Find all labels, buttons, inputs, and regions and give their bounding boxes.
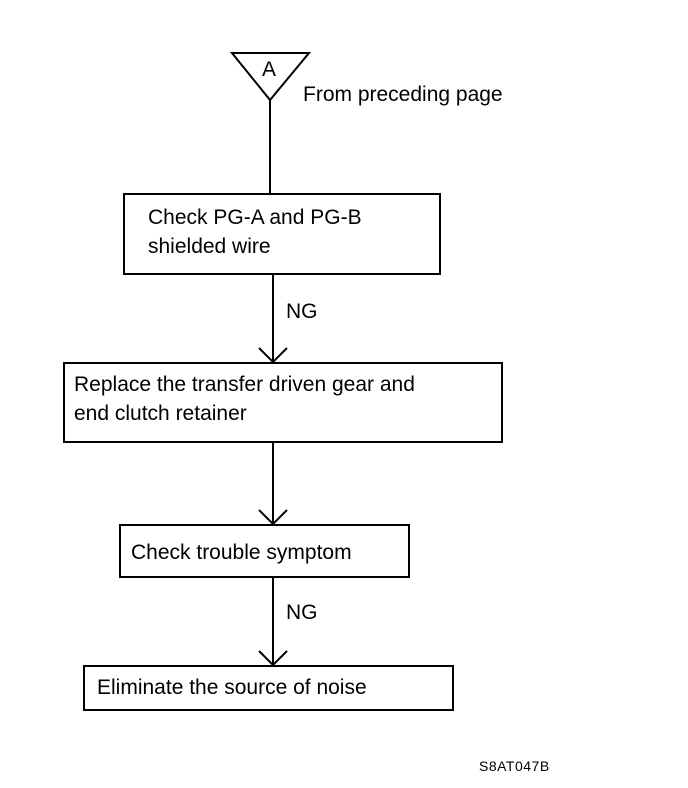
- step-box-eliminate-noise: [83, 665, 454, 711]
- step-text-check-symptom: Check trouble symptom: [131, 541, 352, 564]
- step-text-check-pg-wire: Check PG-A and PG-B shielded wire: [148, 206, 362, 258]
- branch-label-ng: NG: [286, 300, 318, 323]
- connector-caption: From preceding page: [303, 83, 503, 106]
- connector-letter: A: [262, 58, 277, 81]
- connector-triangle: [229, 52, 312, 102]
- step-text-eliminate-noise: Eliminate the source of noise: [97, 676, 367, 699]
- figure-code: S8AT047B: [479, 758, 550, 774]
- branch-label-ng: NG: [286, 601, 318, 624]
- step-box-check-pg-wire: [123, 193, 441, 275]
- step-text-replace-gear: Replace the transfer driven gear and end…: [74, 373, 415, 425]
- step-box-replace-gear: [63, 362, 503, 443]
- step-box-check-symptom: [119, 524, 410, 578]
